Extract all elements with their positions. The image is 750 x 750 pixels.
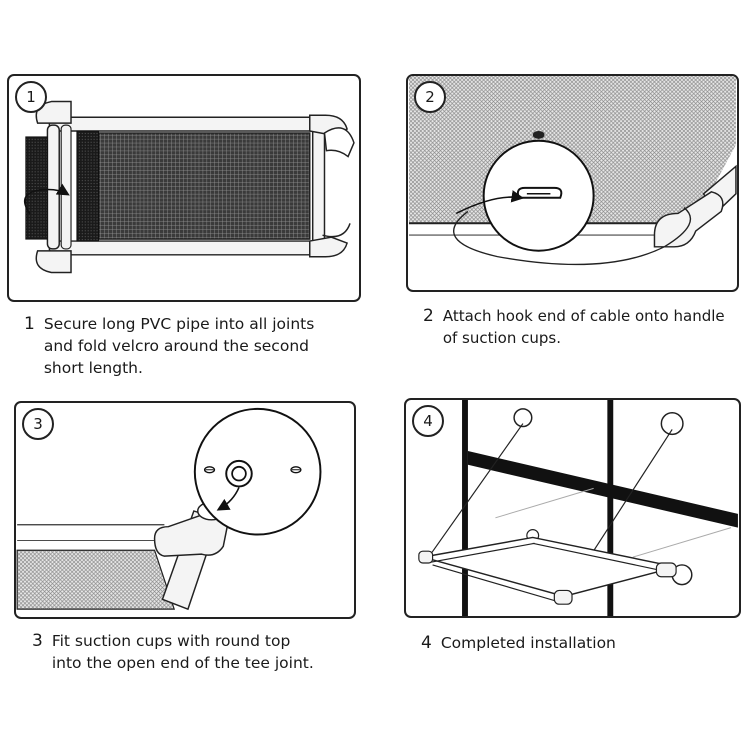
step-3-badge: 3 <box>22 408 54 440</box>
step-1-panel: 1 <box>7 74 361 302</box>
step-4-text: Completed installation <box>440 634 616 652</box>
step-2-illustration <box>409 76 737 266</box>
step-3-illustration <box>16 407 322 611</box>
step-2-panel: 2 <box>406 74 739 292</box>
step-3-caption: 3 Fit suction cups with round top into t… <box>32 630 362 674</box>
step-4-badge: 4 <box>412 405 444 437</box>
step-3-number: 3 <box>32 631 43 651</box>
step-4-illustration <box>418 400 738 616</box>
step-2-badge: 2 <box>414 81 446 113</box>
step-1-caption: 1 Secure long PVC pipe into all joints a… <box>24 313 364 379</box>
step-1-number: 1 <box>24 314 35 334</box>
step-1-illustration <box>23 100 355 274</box>
step-4-caption: 4 Completed installation <box>421 632 741 654</box>
step-3-panel: 3 <box>14 401 356 619</box>
step-4-panel: 4 <box>404 398 741 618</box>
step-3-text: Fit suction cups with round top into the… <box>51 632 314 672</box>
step-1-text: Secure long PVC pipe into all joints and… <box>43 315 315 377</box>
step-4-number: 4 <box>421 633 432 653</box>
step-2-text: Attach hook end of cable onto handle of … <box>442 307 725 347</box>
step-2-caption: 2 Attach hook end of cable onto handle o… <box>423 305 748 349</box>
step-2-number: 2 <box>423 306 434 326</box>
step-1-badge: 1 <box>15 81 47 113</box>
